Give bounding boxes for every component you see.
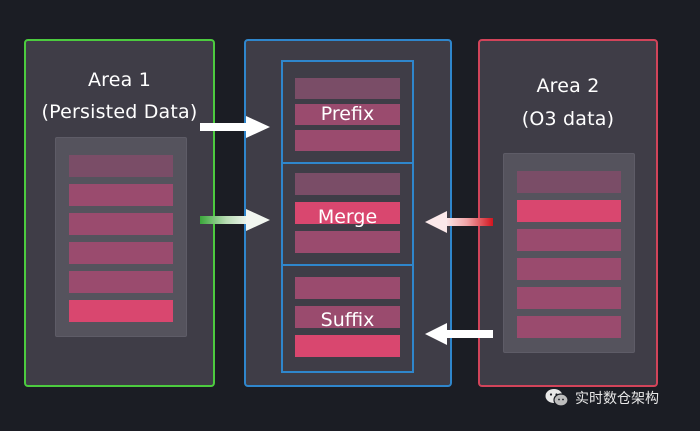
merge-section: Merge: [281, 162, 414, 266]
prefix-arrow-icon: [200, 116, 270, 138]
area1-row: [69, 155, 173, 177]
area2-row: [517, 171, 621, 193]
area2-panel: Area 2 (O3 data): [478, 39, 658, 387]
merge-row: [295, 202, 400, 224]
area1-row: [69, 184, 173, 206]
area1-row: [69, 300, 173, 322]
area1-subtitle: (Persisted Data): [41, 101, 198, 123]
merge-label: Merge: [317, 206, 378, 228]
suffix-section: Suffix: [281, 264, 414, 373]
area2-row: [517, 287, 621, 309]
area2-row: [517, 229, 621, 251]
watermark: 实时数仓架构: [545, 388, 659, 408]
suffix-arrow-icon: [425, 323, 493, 345]
area1-row: [69, 213, 173, 235]
wechat-icon: [545, 389, 569, 407]
area1-data-stack: [55, 137, 187, 337]
area2-title: Area 2: [536, 75, 600, 97]
area2-row: [517, 258, 621, 280]
area2-row: [517, 200, 621, 222]
area2-data-stack: [503, 153, 635, 353]
area1-row: [69, 242, 173, 264]
watermark-text: 实时数仓架构: [575, 391, 659, 407]
area1-row: [69, 271, 173, 293]
area2-subtitle: (O3 data): [521, 108, 615, 130]
prefix-section: Prefix: [281, 60, 414, 164]
merge-row: [295, 173, 400, 195]
merge-arrow-red-icon: [425, 211, 493, 233]
suffix-row: [295, 306, 400, 328]
prefix-row: [295, 104, 400, 125]
area2-row: [517, 316, 621, 338]
merge-arrow-green-icon: [200, 209, 270, 231]
area1-panel: Area 1 (Persisted Data): [24, 39, 215, 387]
suffix-row: [295, 277, 400, 299]
suffix-row: [295, 335, 400, 357]
prefix-label: Prefix: [320, 103, 375, 125]
prefix-row: [295, 78, 400, 99]
prefix-row: [295, 130, 400, 151]
area1-title: Area 1: [87, 69, 152, 91]
suffix-label: Suffix: [320, 309, 375, 331]
merge-row: [295, 231, 400, 253]
